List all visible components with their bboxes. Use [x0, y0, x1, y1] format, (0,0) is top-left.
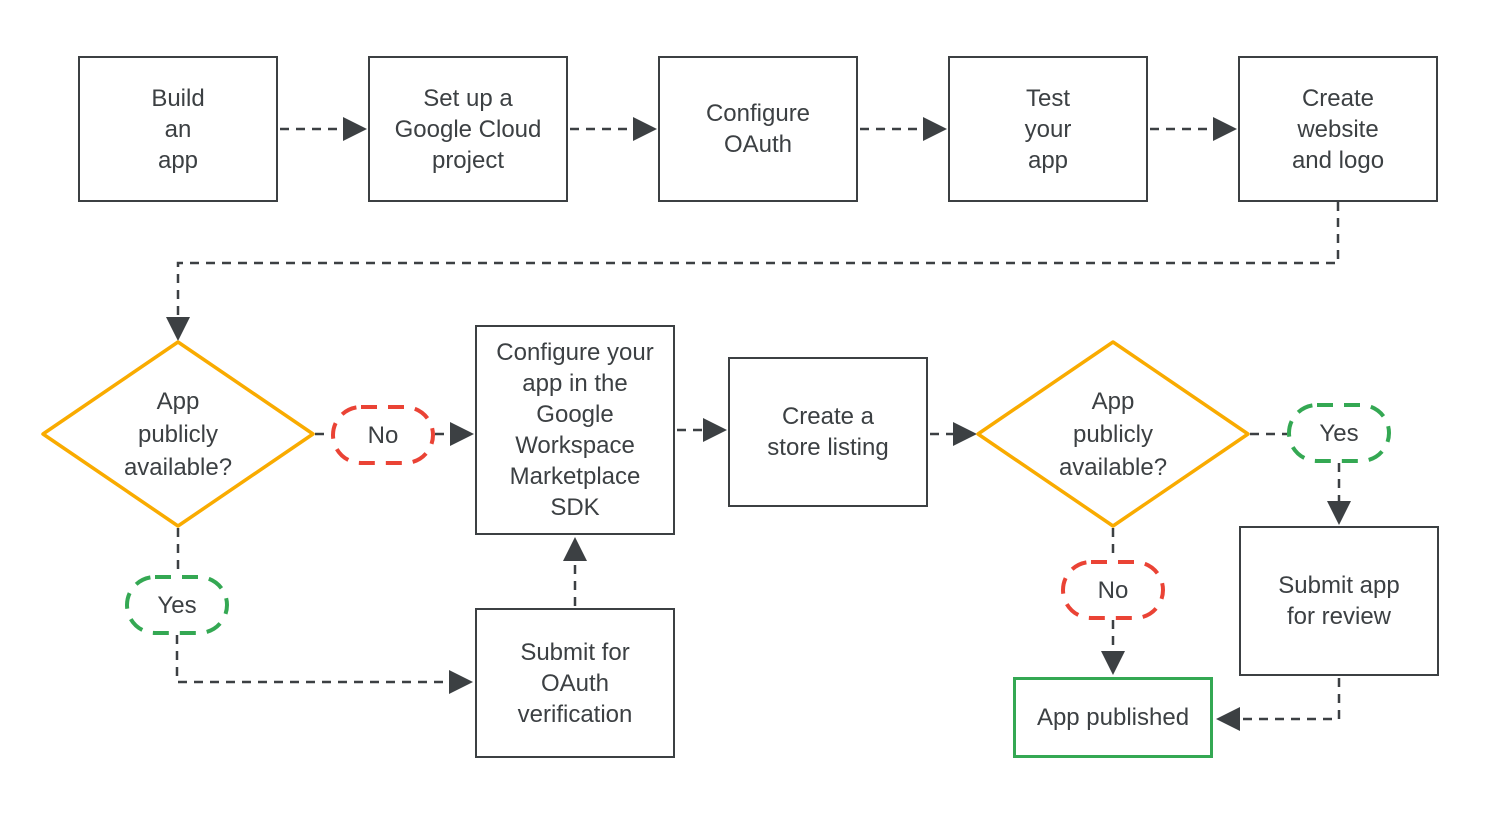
decision-diamond-1	[41, 340, 315, 528]
node-create-website-and-logo: Create website and logo	[1238, 56, 1438, 202]
no-oval-2	[1061, 560, 1165, 620]
yes-oval-2	[1287, 403, 1391, 463]
arrowhead-down-icon	[166, 317, 190, 341]
arrowhead-right-icon	[703, 418, 727, 442]
arrowhead-down-icon	[1101, 651, 1125, 675]
arrowhead-right-icon	[1213, 117, 1237, 141]
yes1-label: Yes	[157, 591, 197, 619]
connector-review-to-published	[1216, 678, 1341, 731]
connector-test-to-website	[1150, 117, 1237, 141]
connector-yes1-to-oauth-verification	[175, 635, 473, 694]
connector-no2-to-published	[1101, 620, 1125, 675]
arrowhead-left-icon	[1216, 707, 1240, 731]
arrowhead-right-icon	[343, 117, 367, 141]
connector-website-to-decision1	[166, 202, 1340, 341]
no2-label: No	[1097, 576, 1129, 604]
arrowhead-right-icon	[449, 670, 473, 694]
yes-oval-1	[125, 575, 229, 635]
node-build-app: Build an app	[78, 56, 278, 202]
connector-build-to-setup	[280, 117, 367, 141]
node-submit-oauth-verification: Submit for OAuth verification	[475, 608, 675, 758]
arrowhead-up-icon	[563, 537, 587, 561]
arrowhead-right-icon	[633, 117, 657, 141]
connector-oauth-to-test	[860, 117, 947, 141]
decision2-label: App publicly available?	[1058, 387, 1168, 481]
node-create-store-listing: Create a store listing	[728, 357, 928, 507]
no1-label: No	[367, 421, 399, 449]
arrowhead-right-icon	[953, 422, 977, 446]
connector-store-to-decision2	[930, 422, 977, 446]
node-app-published: App published	[1013, 677, 1213, 758]
no-oval-1	[331, 405, 435, 465]
node-submit-app-for-review: Submit app for review	[1239, 526, 1439, 676]
arrowhead-right-icon	[450, 422, 474, 446]
node-configure-marketplace-sdk: Configure your app in the Google Workspa…	[475, 325, 675, 535]
node-setup-google-cloud-project: Set up a Google Cloud project	[368, 56, 568, 202]
connector-yes2-to-review	[1327, 463, 1351, 525]
decision-diamond-2	[976, 340, 1250, 528]
node-test-your-app: Test your app	[948, 56, 1148, 202]
arrowhead-down-icon	[1327, 501, 1351, 525]
decision1-label: App publicly available?	[123, 387, 233, 481]
yes2-label: Yes	[1319, 419, 1359, 447]
connector-no1-to-sdk	[435, 422, 474, 446]
connector-sdk-to-store	[677, 418, 727, 442]
arrowhead-right-icon	[923, 117, 947, 141]
connector-setup-to-oauth	[570, 117, 657, 141]
node-configure-oauth: Configure OAuth	[658, 56, 858, 202]
connector-oauth-verification-to-sdk	[563, 537, 587, 606]
